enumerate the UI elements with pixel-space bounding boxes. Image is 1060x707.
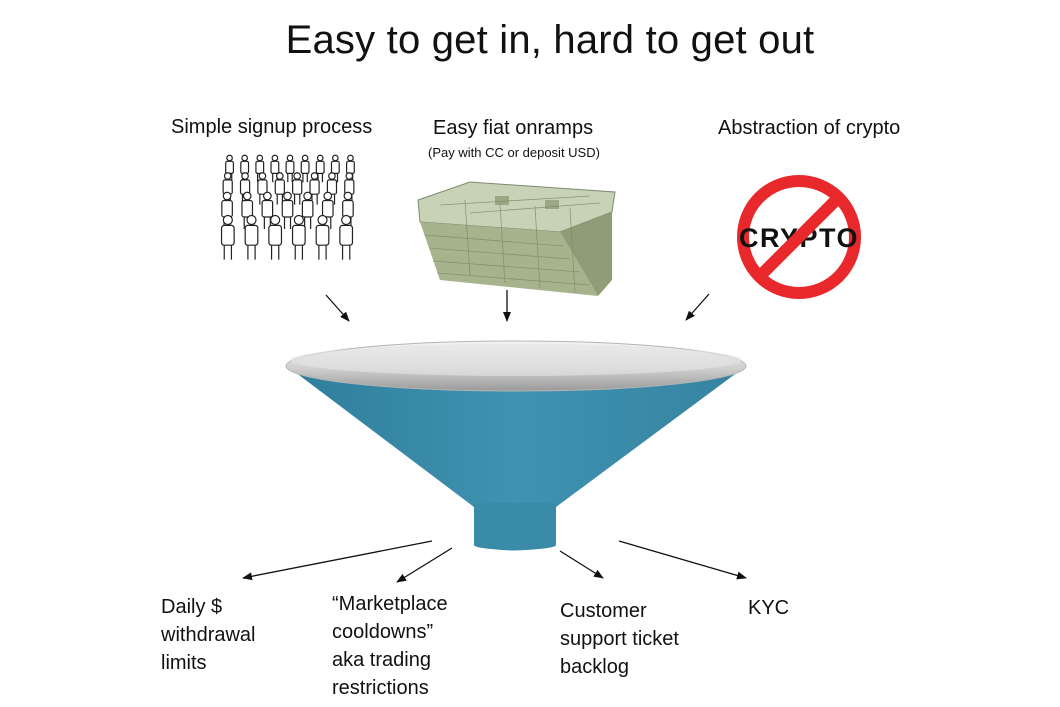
crowd-person <box>222 172 233 205</box>
crowd-person <box>301 191 314 229</box>
crowd-person <box>220 214 235 260</box>
funnel <box>285 340 747 551</box>
output-withdrawal-limits: Daily $ withdrawal limits <box>161 596 256 674</box>
arrow-kyc <box>618 540 747 580</box>
output-support-backlog: Customer support ticket backlog <box>560 600 679 678</box>
crowd-person <box>326 172 338 205</box>
arrow-crypto <box>685 293 710 321</box>
crowd-icon <box>220 154 355 260</box>
arrow-signup <box>325 294 350 322</box>
output-marketplace-cooldowns: “Marketplace cooldowns” aka trading rest… <box>332 593 448 699</box>
arrow-cooldowns <box>396 547 453 583</box>
crowd-person <box>315 214 330 260</box>
crowd-person <box>281 191 294 229</box>
crowd-person <box>315 154 325 183</box>
crowd-person <box>274 172 285 205</box>
output-kyc: KYC <box>748 597 790 619</box>
input-label-crypto: Abstraction of crypto <box>718 117 901 139</box>
crowd-person <box>270 154 280 183</box>
crowd-person <box>241 191 254 229</box>
input-sublabel-fiat: (Pay with CC or deposit USD) <box>428 145 600 160</box>
crowd-person <box>309 172 320 205</box>
crowd-person <box>291 214 306 260</box>
crowd-person <box>345 154 355 183</box>
crowd-person <box>300 154 310 183</box>
no-crypto-icon: CRYPTO <box>737 175 861 299</box>
crowd-person <box>285 154 295 183</box>
crowd-person <box>292 172 303 205</box>
input-label-signup: Simple signup process <box>171 116 373 138</box>
crowd-person <box>244 214 259 260</box>
page-title: Easy to get in, hard to get out <box>285 18 815 62</box>
crowd-person <box>261 191 274 229</box>
crowd-person <box>268 214 283 260</box>
money-stack-icon <box>417 181 616 296</box>
input-label-fiat: Easy fiat onramps <box>433 117 594 139</box>
arrow-withdrawal <box>242 540 433 581</box>
arrow-support <box>559 550 604 579</box>
crowd-person <box>339 214 354 260</box>
crowd-person <box>221 191 233 229</box>
